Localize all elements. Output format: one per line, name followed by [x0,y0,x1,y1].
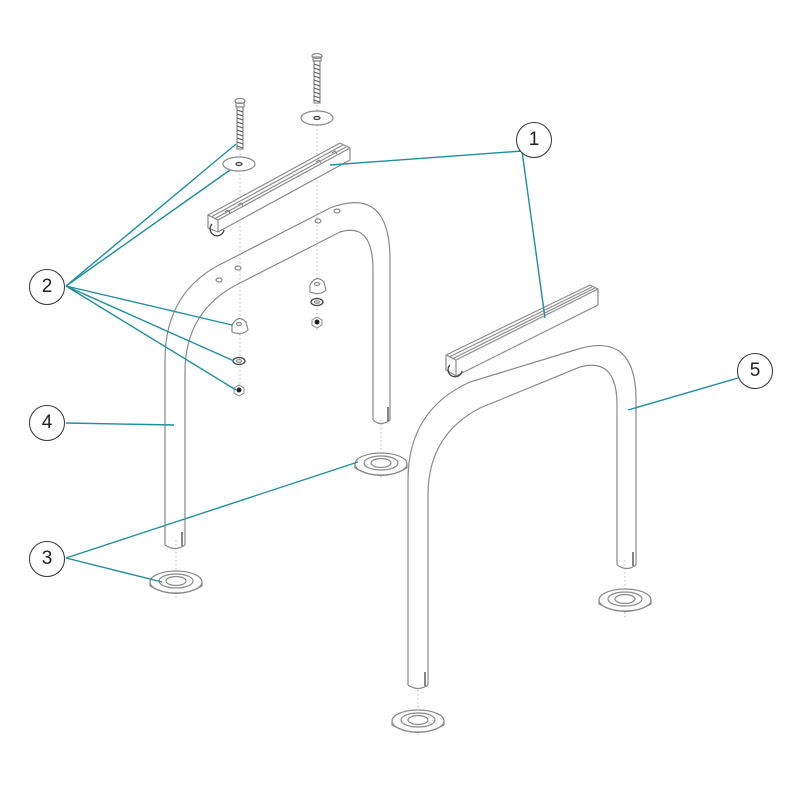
callout-3: 3 [29,541,65,577]
lock-washer-left [232,356,246,366]
callout-3-label: 3 [41,548,53,569]
leader-2e [65,285,237,391]
washer-right [300,110,334,126]
nut-left [233,384,245,397]
callout-2: 2 [29,269,65,305]
rail-cover-lower [445,284,599,378]
nut-right [311,316,323,329]
handrail-right [407,345,637,690]
washer-left [222,156,256,172]
escutcheon-plate-left [231,318,249,335]
leader-4 [65,422,175,426]
callout-5-label: 5 [749,360,761,381]
handrail-left [164,202,391,550]
base-flange-left-rear [354,452,408,477]
callout-4-label: 4 [41,412,53,433]
base-flange-right-rear [598,588,652,613]
bolt-right [311,52,323,104]
rail-cover-upper [207,142,351,237]
leader-lines [65,143,739,583]
leader-2a [65,143,237,287]
callout-4: 4 [29,405,65,441]
leader-2d [65,285,235,362]
leader-1b [521,150,546,319]
leader-3b [65,557,163,583]
callout-5: 5 [737,353,773,389]
leader-1a [329,150,523,166]
lock-washer-right [310,297,324,307]
callout-2-label: 2 [41,276,53,297]
bolt-left [234,97,246,150]
leader-3a [65,461,359,559]
leader-2c [65,285,233,326]
base-flange-left-front [149,570,203,595]
callout-1-label: 1 [528,129,540,150]
leader-2b [65,169,231,287]
leader-5 [627,377,739,411]
base-flange-right-front [391,709,445,734]
escutcheon-plate-right [309,278,327,295]
callout-1: 1 [516,122,552,158]
